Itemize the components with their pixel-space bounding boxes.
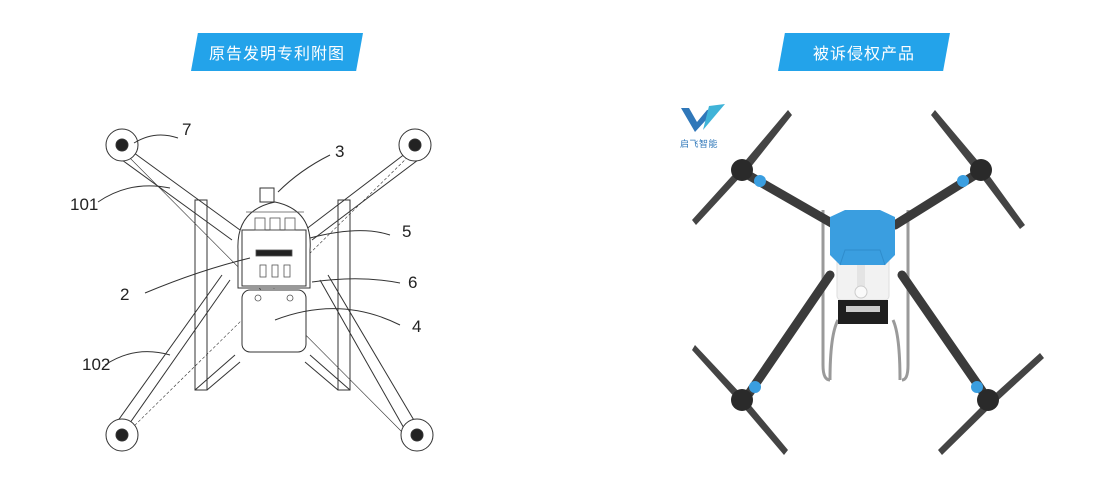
callout-5: 5 — [402, 222, 412, 241]
drone-line-drawing-icon — [97, 128, 434, 452]
callout-6: 6 — [408, 273, 418, 292]
drone-photo-icon — [692, 110, 1044, 455]
accused-product-title-banner: 被诉侵权产品 — [778, 33, 950, 71]
callout-7: 7 — [182, 120, 192, 139]
logo-text: 启飞智能 — [680, 140, 719, 150]
callout-102: 102 — [82, 355, 111, 374]
callout-101: 101 — [70, 195, 99, 214]
patent-drawing: 7 3 101 5 2 6 4 102 — [60, 100, 460, 480]
accused-product-photo — [680, 95, 1060, 475]
banner-background — [778, 33, 950, 71]
qifei-logo-icon — [681, 104, 725, 132]
callout-4: 4 — [412, 317, 422, 336]
banner-background — [191, 33, 363, 71]
callout-2: 2 — [120, 285, 130, 304]
accused-product-title: 被诉侵权产品 — [812, 44, 915, 63]
patent-drawing-title-banner: 原告发明专利附图 — [191, 33, 363, 71]
patent-drawing-title: 原告发明专利附图 — [208, 44, 345, 63]
callout-3: 3 — [335, 142, 345, 161]
